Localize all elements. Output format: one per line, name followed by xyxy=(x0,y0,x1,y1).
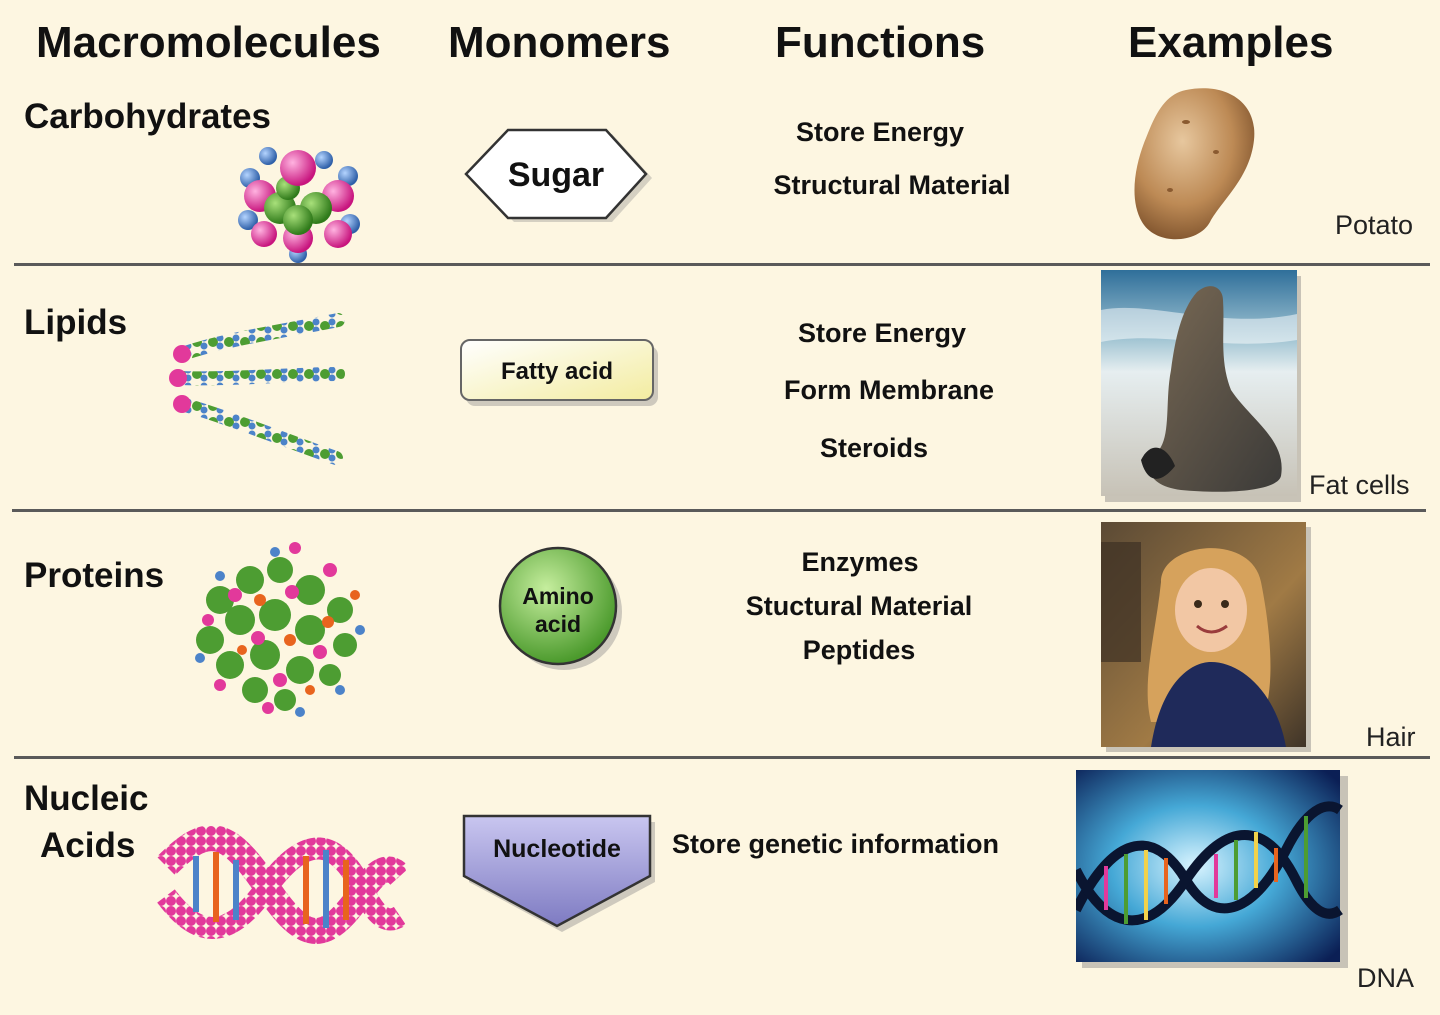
monomer-nucleotide-label: Nucleotide xyxy=(493,835,621,863)
row-divider-3 xyxy=(14,756,1430,759)
function-form-membrane: Form Membrane xyxy=(783,375,995,405)
header-examples: Examples xyxy=(1128,18,1334,67)
dna-double-helix-icon xyxy=(156,826,406,944)
sea-lion-photo xyxy=(1101,270,1301,502)
function-store-energy: Store Energy xyxy=(795,117,965,147)
function-store-energy-lipid: Store Energy xyxy=(797,318,967,348)
example-caption-dna: DNA xyxy=(1357,963,1415,993)
function-peptides: Peptides xyxy=(802,635,916,665)
monomer-fatty-acid-shape: Fatty acid xyxy=(460,339,658,406)
dna-helix-image xyxy=(1076,770,1348,968)
monomer-nucleotide-shape: Nucleotide xyxy=(462,814,655,932)
row-title-carbohydrates: Carbohydrates xyxy=(24,97,272,136)
row-title-lipids: Lipids xyxy=(24,303,128,342)
potato-photo xyxy=(1134,88,1255,240)
function-stuctural-material: Stuctural Material xyxy=(745,591,973,621)
row-divider-2 xyxy=(12,509,1426,512)
function-steroids: Steroids xyxy=(819,433,929,463)
monomer-amino-acid-label-line1: Amino xyxy=(522,583,594,609)
example-caption-fat-cells: Fat cells xyxy=(1309,470,1410,500)
row-title-nucleic-acids-line1: Nucleic xyxy=(24,779,149,818)
header-macromolecules: Macromolecules xyxy=(36,18,381,67)
lipid-triglyceride-icon xyxy=(169,313,345,465)
monomer-fatty-acid-label: Fatty acid xyxy=(501,358,613,385)
monomer-amino-acid-shape: Amino acid xyxy=(498,546,622,670)
header-monomers: Monomers xyxy=(448,18,671,67)
monomer-sugar-shape: Sugar xyxy=(464,128,652,222)
monomer-amino-acid-label-line2: acid xyxy=(535,611,581,637)
function-structural-material: Structural Material xyxy=(773,170,1011,200)
example-caption-hair: Hair xyxy=(1366,722,1416,752)
header-functions: Functions xyxy=(775,18,986,67)
row-divider-1 xyxy=(14,263,1430,266)
function-enzymes: Enzymes xyxy=(801,547,919,577)
row-title-nucleic-acids-line2: Acids xyxy=(40,826,136,865)
monomer-sugar-label: Sugar xyxy=(508,156,604,194)
girl-hair-photo xyxy=(1101,522,1311,752)
protein-molecule-icon xyxy=(195,542,365,717)
function-store-genetic-information: Store genetic information xyxy=(672,829,1000,859)
row-title-proteins: Proteins xyxy=(24,556,165,595)
glucose-molecule-icon xyxy=(238,147,360,263)
example-caption-potato: Potato xyxy=(1335,210,1414,240)
